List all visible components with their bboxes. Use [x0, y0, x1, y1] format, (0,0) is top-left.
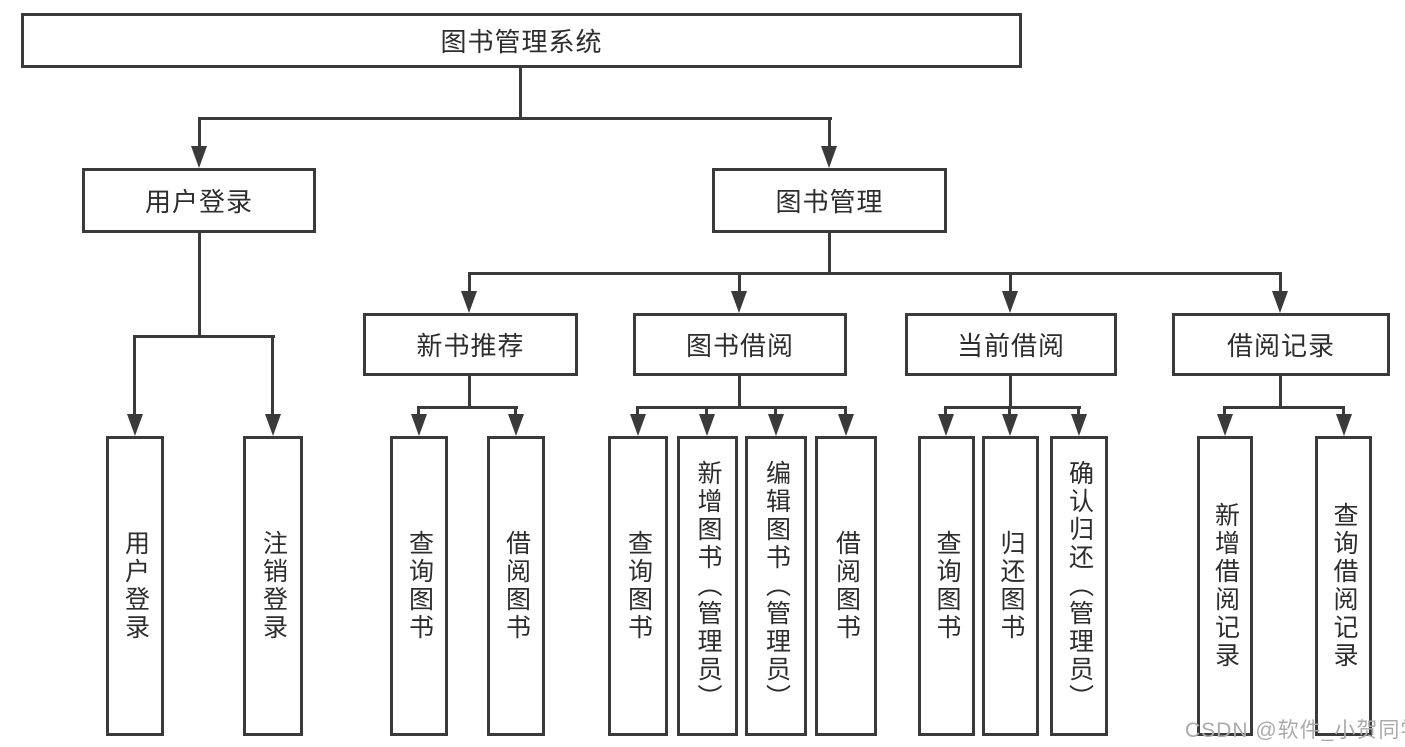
- arrow-down-icon: [731, 291, 747, 313]
- connector-branch: [417, 406, 518, 409]
- connector-branch: [133, 335, 275, 338]
- arrow-down-icon: [265, 414, 281, 436]
- leaf-label: 归还图书: [997, 530, 1025, 642]
- leaf-label: 借阅图书: [502, 530, 531, 642]
- connector-stem: [1077, 406, 1080, 418]
- connector-stem: [198, 117, 201, 149]
- node-borrowing-records: 借阅记录: [1172, 313, 1390, 376]
- connector-stem: [1342, 406, 1345, 418]
- arrow-down-icon: [1336, 414, 1352, 436]
- leaf-label: 用户登录: [121, 530, 150, 642]
- leaf-query-books: 查询图书: [390, 436, 448, 736]
- connector-stem: [844, 406, 847, 418]
- arrow-down-icon: [1071, 414, 1087, 436]
- arrow-down-icon: [508, 414, 524, 436]
- leaf-label: 新增图书（管理员）: [694, 460, 722, 712]
- connector-branch: [1223, 406, 1345, 409]
- leaf-borrow-books: 借阅图书: [487, 436, 545, 736]
- connector-stem: [828, 117, 831, 149]
- connector-stem: [828, 233, 831, 274]
- connector-root-stem: [519, 68, 522, 118]
- node-book-borrowing: 图书借阅: [633, 313, 847, 376]
- leaf-logout: 注销登录: [243, 436, 303, 736]
- leaf-edit-book-admin: 编辑图书（管理员）: [745, 436, 807, 736]
- leaf-return-book: 归还图书: [982, 436, 1039, 736]
- leaf-query-borrow-record: 查询借阅记录: [1315, 436, 1372, 736]
- connector-stem: [944, 406, 947, 418]
- connector-stem: [468, 272, 471, 296]
- leaf-label: 查询图书: [624, 530, 653, 642]
- connector-stem: [738, 376, 741, 408]
- arrow-down-icon: [191, 146, 207, 168]
- connector-stem: [705, 406, 708, 418]
- leaf-add-borrow-record: 新增借阅记录: [1197, 436, 1253, 736]
- node-current-borrowing: 当前借阅: [905, 313, 1117, 376]
- csdn-watermark: CSDN @软件_小贺同学: [1185, 719, 1405, 742]
- connector-stem: [1009, 272, 1012, 296]
- arrow-down-icon: [127, 414, 143, 436]
- arrow-down-icon: [461, 291, 477, 313]
- leaf-label: 确认归还（管理员）: [1065, 460, 1094, 712]
- connector-branch: [636, 406, 846, 409]
- connector-stem: [1223, 406, 1226, 418]
- connector-stem: [738, 272, 741, 296]
- leaf-query-books: 查询图书: [608, 436, 668, 736]
- leaf-label: 查询图书: [405, 530, 434, 642]
- leaf-add-book-admin: 新增图书（管理员）: [677, 436, 738, 736]
- node-new-book-recommend: 新书推荐: [363, 313, 578, 376]
- connector-stem: [198, 233, 201, 337]
- leaf-label: 注销登录: [259, 530, 288, 642]
- connector-level3-branch: [468, 272, 1282, 275]
- leaf-query-books: 查询图书: [918, 436, 975, 736]
- arrow-down-icon: [630, 414, 646, 436]
- arrow-down-icon: [821, 146, 837, 168]
- leaf-borrow-books: 借阅图书: [815, 436, 877, 736]
- connector-stem: [133, 335, 136, 415]
- connector-branch: [944, 406, 1081, 409]
- leaf-label: 查询图书: [933, 530, 961, 642]
- node-label: 图书管理: [775, 187, 884, 217]
- arrow-down-icon: [1272, 291, 1288, 313]
- leaf-label: 新增借阅记录: [1211, 502, 1240, 670]
- node-label: 用户登录: [144, 187, 253, 217]
- connector-stem: [1279, 376, 1282, 408]
- leaf-confirm-return-admin: 确认归还（管理员）: [1050, 436, 1108, 736]
- arrow-down-icon: [838, 414, 854, 436]
- connector-stem: [1008, 406, 1011, 418]
- connector-stem: [774, 406, 777, 418]
- node-label: 图书管理系统: [440, 27, 603, 57]
- node-user-login: 用户登录: [82, 168, 316, 233]
- node-library-management-system: 图书管理系统: [21, 13, 1022, 68]
- node-label: 借阅记录: [1226, 331, 1335, 361]
- connector-stem: [636, 406, 639, 418]
- connector-stem: [1009, 376, 1012, 408]
- arrow-down-icon: [411, 414, 427, 436]
- leaf-label: 编辑图书（管理员）: [762, 460, 791, 712]
- arrow-down-icon: [1217, 414, 1233, 436]
- connector-stem: [417, 406, 420, 418]
- leaf-label: 查询借阅记录: [1330, 502, 1358, 670]
- connector-level2-branch: [198, 117, 832, 120]
- connector-stem: [514, 406, 517, 418]
- connector-stem: [468, 376, 471, 408]
- leaf-label: 借阅图书: [832, 530, 861, 642]
- node-book-management: 图书管理: [712, 168, 947, 233]
- leaf-user-login: 用户登录: [106, 436, 164, 736]
- node-label: 当前借阅: [956, 331, 1065, 361]
- arrow-down-icon: [1002, 414, 1018, 436]
- arrow-down-icon: [768, 414, 784, 436]
- node-label: 新书推荐: [416, 331, 525, 361]
- arrow-down-icon: [1002, 291, 1018, 313]
- connector-stem: [1279, 272, 1282, 296]
- arrow-down-icon: [938, 414, 954, 436]
- connector-stem: [271, 335, 274, 415]
- arrow-down-icon: [699, 414, 715, 436]
- node-label: 图书借阅: [685, 331, 794, 361]
